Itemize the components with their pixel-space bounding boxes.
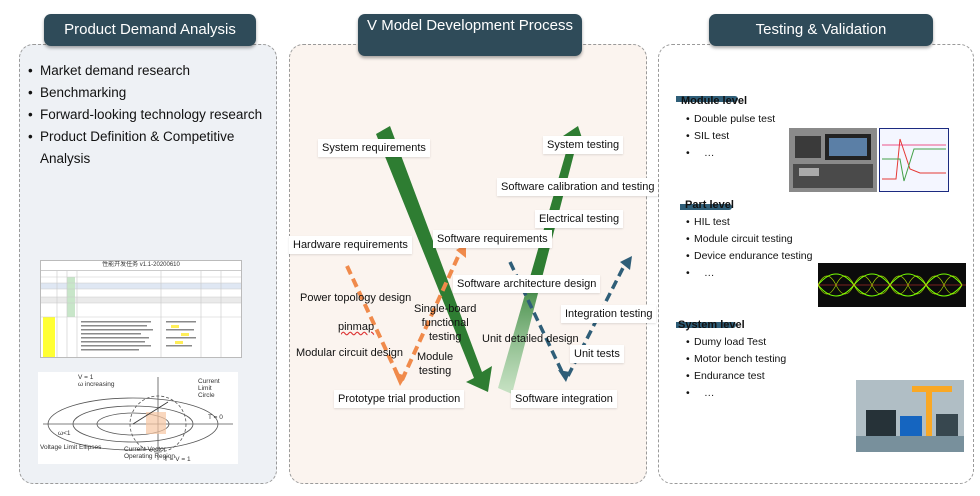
part-level-heading: Part level — [685, 199, 734, 211]
v-model-panel — [289, 44, 647, 484]
label-operating-region: Current Vector Operating Region — [124, 446, 175, 460]
list-item: Device endurance testing — [686, 248, 813, 265]
list-item: … — [686, 265, 813, 282]
testing-header: Testing & Validation — [709, 14, 933, 46]
label-electrical-testing: Electrical testing — [535, 210, 624, 228]
label-modular-circuit: Modular circuit design — [296, 347, 403, 359]
v-model-header: V Model Development Process — [358, 14, 582, 56]
list-item: … — [686, 145, 775, 162]
bullet-item: Market demand research — [28, 60, 268, 82]
label-single-board: Single-board functional testing — [414, 303, 477, 343]
bullet-item: Product Definition & Competitive Analysi… — [28, 126, 268, 170]
motor-bench-photo — [856, 380, 964, 452]
label-sw-architecture: Software architecture design — [453, 275, 601, 293]
label-power-topology: Power topology design — [300, 292, 412, 304]
part-level-tab — [680, 204, 732, 210]
list-item: HIL test — [686, 214, 813, 231]
label-unit-detailed: Unit detailed design — [482, 333, 579, 345]
system-level-tab — [676, 322, 736, 328]
label-unit-tests: Unit tests — [570, 345, 624, 363]
sheet-grid — [41, 271, 241, 357]
label-software-requirements: Software requirements — [433, 230, 552, 248]
module-level-heading: Module level — [681, 95, 748, 107]
label-v-increasing: V = 1 ω increasing — [78, 374, 115, 388]
system-level-heading: System level — [678, 319, 745, 331]
spreadsheet-thumbnail: 性能开发任务 v1.1-20200610 — [40, 260, 242, 358]
label-integration-testing: Integration testing — [561, 305, 657, 323]
label-voltage-limit: Voltage Limit Ellipses — [40, 444, 102, 451]
list-item: Double pulse test — [686, 111, 775, 128]
label-prototype: Prototype trial production — [334, 390, 465, 408]
current-voltage-diagram: V = 1 ω increasing Current Limit Circle … — [38, 372, 238, 464]
ellipse-plot — [43, 377, 233, 460]
sheet-title: 性能开发任务 v1.1-20200610 — [41, 261, 241, 271]
label-pinmap: pinmap — [338, 321, 375, 333]
label-w1: ω<1 — [58, 430, 71, 437]
test-bench-photo — [789, 128, 877, 192]
label-system-testing: System testing — [543, 136, 624, 154]
demand-analysis-header: Product Demand Analysis — [44, 14, 256, 46]
bullet-item: Forward-looking technology research — [28, 104, 268, 126]
list-item: Endurance test — [686, 368, 786, 385]
oscilloscope-photo — [818, 263, 966, 307]
part-level-list: HIL test Module circuit testing Device e… — [686, 214, 813, 282]
label-t0: T = 0 — [208, 414, 223, 421]
list-item: Module circuit testing — [686, 231, 813, 248]
label-system-requirements: System requirements — [318, 139, 430, 157]
module-level-tab — [676, 96, 738, 102]
label-sw-calibration: Software calibration and testing — [497, 178, 659, 196]
bullet-item: Benchmarking — [28, 82, 268, 104]
waveform-photo — [879, 128, 949, 192]
label-hardware-requirements: Hardware requirements — [289, 236, 412, 254]
label-sw-integration: Software integration — [511, 390, 617, 408]
label-module-testing: Module testing — [417, 351, 454, 377]
module-level-list: Double pulse test SIL test … — [686, 111, 775, 162]
list-item: Dumy load Test — [686, 334, 786, 351]
label-current-limit: Current Limit Circle — [198, 378, 220, 399]
list-item: SIL test — [686, 128, 775, 145]
label-tv: T = V = 1 — [164, 456, 191, 463]
list-item: Motor bench testing — [686, 351, 786, 368]
demand-bullet-list: Market demand research Benchmarking Forw… — [28, 60, 268, 170]
system-level-list: Dumy load Test Motor bench testing Endur… — [686, 334, 786, 402]
list-item: … — [686, 385, 786, 402]
